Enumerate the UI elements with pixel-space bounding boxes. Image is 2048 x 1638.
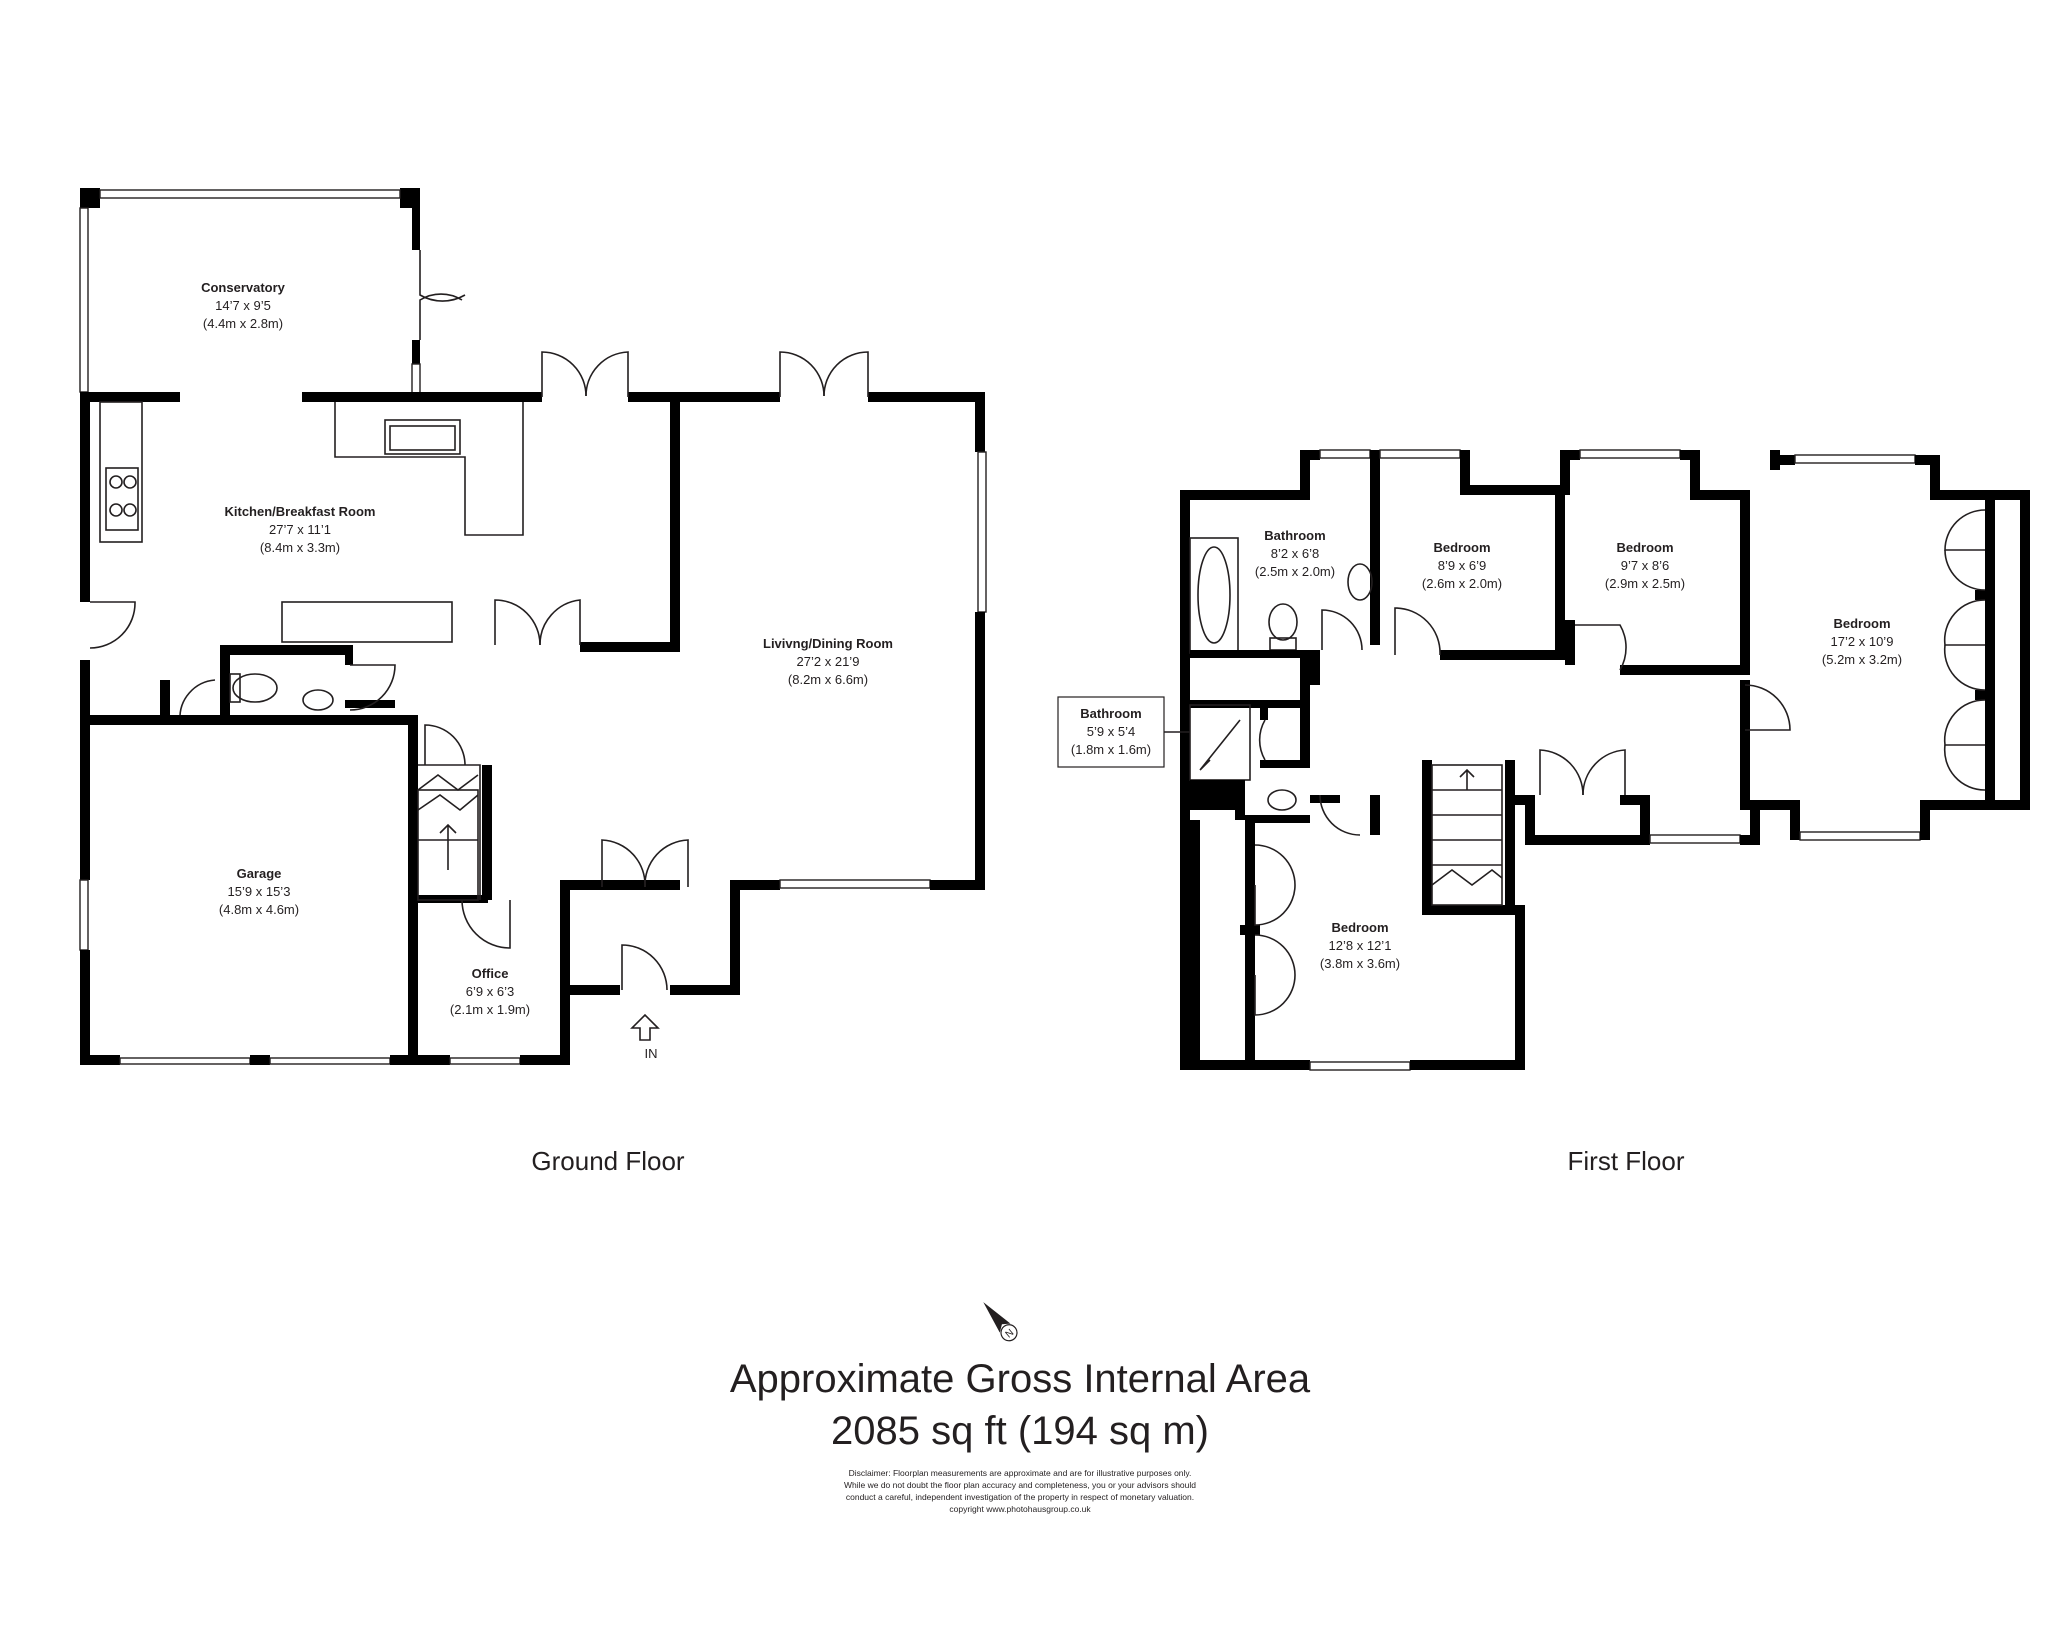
ground-floor-plan [79,188,987,1065]
north-arrow-icon: N [983,1302,1018,1342]
disclaimer-line-2: While we do not doubt the floor plan acc… [844,1480,1196,1490]
bedroom-4-name: Bedroom [1331,920,1388,935]
garage-metric: (4.8m x 4.6m) [219,902,299,917]
office-metric: (2.1m x 1.9m) [450,1002,530,1017]
area-value: 2085 sq ft (194 sq m) [831,1409,1209,1453]
living-name: Livivng/Dining Room [763,636,893,651]
area-title: Approximate Gross Internal Area [730,1357,1311,1401]
disclaimer-line-3: conduct a careful, independent investiga… [846,1492,1194,1502]
living-metric: (8.2m x 6.6m) [788,672,868,687]
bedroom-4-metric: (3.8m x 3.6m) [1320,956,1400,971]
bathroom-small-name: Bathroom [1080,706,1141,721]
disclaimer-line-1: Disclaimer: Floorplan measurements are a… [849,1468,1192,1478]
room-labels: Conservatory 14’7 x 9’5 (4.4m x 2.8m) Ki… [201,280,1902,1176]
living-imperial: 27’2 x 21’9 [797,654,860,669]
office-name: Office [472,966,509,981]
garage-name: Garage [237,866,282,881]
conservatory-metric: (4.4m x 2.8m) [203,316,283,331]
bedroom-master-imperial: 17’2 x 10’9 [1831,634,1894,649]
bedroom-master-metric: (5.2m x 3.2m) [1822,652,1902,667]
ground-floor-label: Ground Floor [531,1146,685,1176]
bedroom-3-metric: (2.9m x 2.5m) [1605,576,1685,591]
bathroom-main-name: Bathroom [1264,528,1325,543]
kitchen-name: Kitchen/Breakfast Room [225,504,376,519]
kitchen-metric: (8.4m x 3.3m) [260,540,340,555]
disclaimer-line-4: copyright www.photohausgroup.co.uk [949,1504,1091,1514]
bathroom-main-imperial: 8’2 x 6’8 [1271,546,1319,561]
bedroom-4-imperial: 12’8 x 12’1 [1329,938,1392,953]
bedroom-2-imperial: 8’9 x 6’9 [1438,558,1486,573]
bedroom-3-name: Bedroom [1616,540,1673,555]
office-imperial: 6’9 x 6’3 [466,984,514,999]
conservatory-name: Conservatory [201,280,286,295]
bathroom-main-metric: (2.5m x 2.0m) [1255,564,1335,579]
bedroom-master-name: Bedroom [1833,616,1890,631]
entrance-label: IN [645,1046,658,1061]
bathroom-small-metric: (1.8m x 1.6m) [1071,742,1151,757]
bedroom-2-name: Bedroom [1433,540,1490,555]
conservatory-imperial: 14’7 x 9’5 [215,298,271,313]
bathroom-small-imperial: 5’9 x 5’4 [1087,724,1135,739]
bedroom-3-imperial: 9’7 x 8’6 [1621,558,1669,573]
bedroom-2-metric: (2.6m x 2.0m) [1422,576,1502,591]
garage-imperial: 15’9 x 15’3 [228,884,291,899]
kitchen-imperial: 27’7 x 11’1 [269,522,331,537]
first-floor-label: First Floor [1568,1146,1685,1176]
first-floor-plan [1180,449,2030,1071]
